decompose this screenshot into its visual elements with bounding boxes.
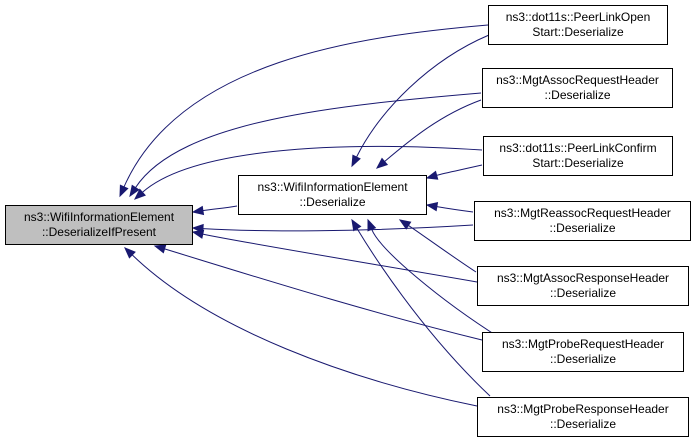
edge-line xyxy=(356,228,491,397)
node-probe_request[interactable]: ns3::MgtProbeRequestHeader::Deserialize xyxy=(482,332,684,372)
node-peer_link_confirm[interactable]: ns3::dot11s::PeerLinkConfirmStart::Deser… xyxy=(483,136,673,176)
edge-arrowhead xyxy=(129,184,140,198)
node-label-line: ::Deserialize xyxy=(544,88,610,102)
node-label-line: ns3::MgtReassocRequestHeader xyxy=(494,206,671,220)
edge-line xyxy=(142,145,483,193)
node-box xyxy=(477,397,689,437)
edge-arrowhead xyxy=(351,218,362,232)
edge-line xyxy=(408,224,477,273)
edge-assoc_request-to-deserialize_if_present xyxy=(129,92,482,198)
node-label-line: ns3::MgtAssocRequestHeader xyxy=(496,73,659,87)
edge-arrowhead xyxy=(133,188,146,200)
edge-arrowhead xyxy=(425,170,439,180)
node-reassoc_request[interactable]: ns3::MgtReassocRequestHeader::Deserializ… xyxy=(474,201,691,241)
node-box xyxy=(482,68,673,108)
node-label-line: ::Deserialize xyxy=(549,221,615,235)
node-box xyxy=(483,136,673,176)
edge-arrowhead xyxy=(191,205,205,216)
edge-arrowhead xyxy=(124,247,136,259)
edge-line xyxy=(123,24,489,188)
node-label-line: ns3::dot11s::PeerLinkOpen xyxy=(506,10,651,24)
edge-arrowhead xyxy=(191,229,205,239)
edge-assoc_response-to-deserialize_if_present xyxy=(191,229,478,283)
node-label-line: ns3::MgtProbeResponseHeader xyxy=(497,402,668,416)
node-wie_deserialize[interactable]: ns3::WifiInformationElement::Deserialize xyxy=(238,175,427,215)
edge-arrowhead xyxy=(153,244,167,254)
node-box xyxy=(488,5,668,45)
node-box xyxy=(5,205,193,245)
node-label-line: ::Deserialize xyxy=(299,195,365,209)
node-label-line: ns3::WifiInformationElement xyxy=(257,180,408,194)
node-label-line: ns3::MgtProbeRequestHeader xyxy=(502,337,664,351)
node-peer_link_open[interactable]: ns3::dot11s::PeerLinkOpenStart::Deserial… xyxy=(488,5,668,45)
edge-line xyxy=(202,205,238,212)
edge-line xyxy=(164,248,483,341)
node-probe_response[interactable]: ns3::MgtProbeResponseHeader::Deserialize xyxy=(477,397,689,437)
node-label-line: Start::Deserialize xyxy=(532,25,624,39)
edge-assoc_response-to-wie_deserialize xyxy=(398,219,477,273)
node-box xyxy=(238,175,427,215)
node-assoc_request[interactable]: ns3::MgtAssocRequestHeader::Deserialize xyxy=(482,68,673,108)
node-label-line: ::Deserialize xyxy=(550,352,616,366)
edge-arrowhead xyxy=(367,218,377,232)
edge-line xyxy=(436,206,474,213)
edge-peer_link_open-to-deserialize_if_present xyxy=(119,24,489,198)
edge-reassoc_request-to-deserialize_if_present xyxy=(191,223,474,234)
node-label-line: ::DeserializeIfPresent xyxy=(42,225,157,239)
edge-arrowhead xyxy=(425,202,439,212)
node-label-line: Start::Deserialize xyxy=(532,156,624,170)
edge-line xyxy=(356,34,490,158)
edge-probe_request-to-wie_deserialize xyxy=(367,218,501,339)
edge-reassoc_request-to-wie_deserialize xyxy=(425,202,474,213)
edge-arrowhead xyxy=(351,154,361,168)
edge-arrowhead xyxy=(119,184,129,198)
node-box xyxy=(477,266,689,306)
edge-line xyxy=(202,233,478,283)
edges-layer xyxy=(119,24,501,407)
edge-arrowhead xyxy=(398,219,412,230)
node-label-line: ::Deserialize xyxy=(550,286,616,300)
node-label-line: ns3::WifiInformationElement xyxy=(24,210,175,224)
node-box xyxy=(482,332,684,372)
node-label-line: ::Deserialize xyxy=(550,417,616,431)
node-deserialize_if_present: ns3::WifiInformationElement::Deserialize… xyxy=(5,205,193,245)
edge-peer_link_open-to-wie_deserialize xyxy=(351,34,490,168)
edge-probe_response-to-wie_deserialize xyxy=(351,218,491,397)
nodes-layer: ns3::WifiInformationElement::Deserialize… xyxy=(5,5,691,437)
edge-probe_request-to-deserialize_if_present xyxy=(153,244,483,341)
edge-line xyxy=(135,92,482,188)
edge-peer_link_confirm-to-wie_deserialize xyxy=(425,164,483,180)
edge-line xyxy=(384,99,482,162)
edge-line xyxy=(131,254,478,407)
node-label-line: ns3::MgtAssocResponseHeader xyxy=(497,271,669,285)
edge-peer_link_confirm-to-deserialize_if_present xyxy=(133,145,483,200)
edge-line xyxy=(436,164,483,176)
edge-arrowhead xyxy=(375,157,389,169)
edge-wie_deserialize-to-deserialize_if_present xyxy=(191,205,238,216)
node-box xyxy=(474,201,691,241)
edge-probe_response-to-deserialize_if_present xyxy=(124,247,478,407)
node-label-line: ns3::dot11s::PeerLinkConfirm xyxy=(499,141,656,155)
node-assoc_response[interactable]: ns3::MgtAssocResponseHeader::Deserialize xyxy=(477,266,689,306)
edge-line xyxy=(202,224,474,232)
edge-line xyxy=(371,229,501,339)
edge-assoc_request-to-wie_deserialize xyxy=(375,99,482,169)
